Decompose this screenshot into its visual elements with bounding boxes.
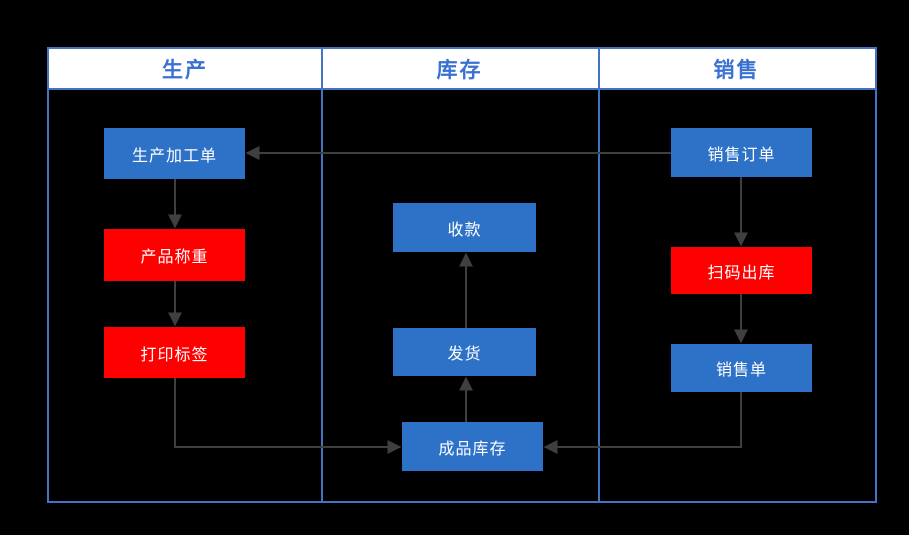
node-finished-goods-inventory: 成品库存 [402, 422, 543, 471]
node-sales-order: 销售订单 [671, 128, 812, 177]
node-ship-goods-label: 发货 [447, 346, 482, 363]
node-production-order: 生产加工单 [104, 128, 245, 179]
node-finished-goods-inventory-label: 成品库存 [438, 440, 507, 458]
node-product-weighing: 产品称重 [104, 229, 245, 281]
lane-divider-1 [321, 49, 323, 501]
node-production-order-label: 生产加工单 [131, 147, 217, 165]
node-product-weighing-label: 产品称重 [140, 249, 209, 266]
lane-header-production: 生产 [162, 58, 208, 82]
node-scan-code-outbound: 扫码出库 [671, 247, 812, 294]
node-scan-code-outbound-label: 扫码出库 [707, 264, 776, 282]
swimlane-table: 生产 库存 销售 [47, 47, 877, 503]
swimlane-header-row: 生产 库存 销售 [49, 49, 875, 90]
node-print-label-label: 打印标签 [140, 346, 209, 364]
node-sales-slip-label: 销售单 [715, 362, 767, 379]
lane-header-sales: 销售 [713, 58, 760, 82]
node-print-label: 打印标签 [104, 327, 245, 378]
lane-divider-2 [598, 49, 600, 501]
node-ship-goods: 发货 [393, 328, 536, 376]
node-sales-order-label: 销售订单 [707, 146, 776, 164]
node-receive-payment: 收款 [393, 203, 536, 252]
lane-header-inventory: 库存 [436, 58, 483, 82]
node-receive-payment-label: 收款 [447, 221, 482, 239]
node-sales-slip: 销售单 [671, 344, 812, 392]
